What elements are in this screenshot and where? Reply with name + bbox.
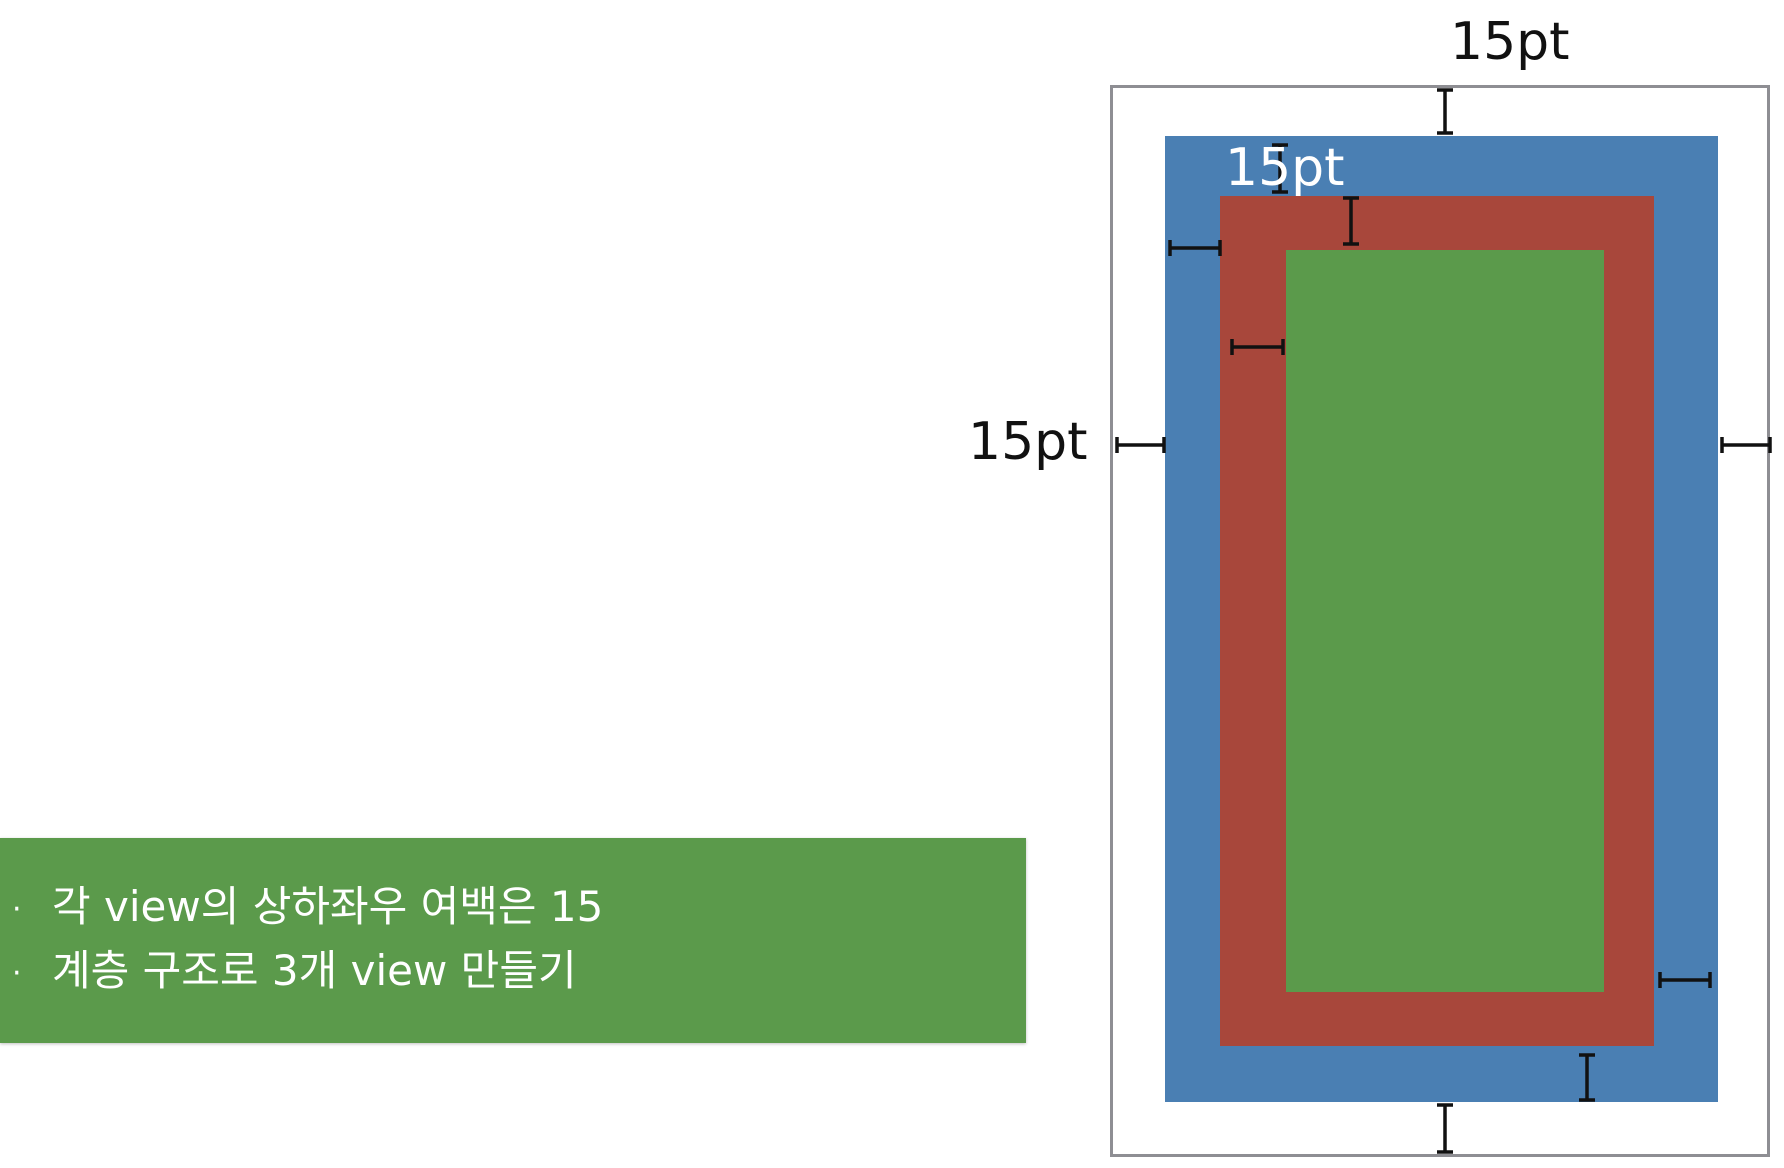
margin-marker-left: [1115, 437, 1166, 453]
margin-marker-bottom: [1437, 1103, 1453, 1154]
margin-marker-innermost-left: [1230, 339, 1285, 355]
margin-marker-right: [1720, 437, 1772, 453]
margin-label-inner: 15pt: [1225, 138, 1345, 198]
instruction-text: 계층 구조로 3개 view 만들기: [52, 946, 577, 995]
margin-marker-inner-bottom: [1579, 1053, 1595, 1102]
green-view: [1286, 250, 1604, 992]
margin-marker-inner-right: [1658, 972, 1712, 988]
margin-label-left: 15pt: [968, 412, 1088, 472]
instruction-item: ·각 view의 상하좌우 여백은 15: [12, 886, 603, 928]
margin-marker-inner-left: [1168, 240, 1222, 256]
margin-marker-inner-top: [1272, 143, 1288, 194]
bullet-dot: ·: [12, 891, 22, 927]
instruction-item: ·계층 구조로 3개 view 만들기: [12, 950, 577, 992]
instruction-card: [0, 838, 1026, 1043]
margin-marker-innermost-top: [1343, 196, 1359, 246]
bullet-dot: ·: [12, 955, 22, 991]
margin-label-top: 15pt: [1450, 12, 1570, 72]
margin-marker-top: [1437, 88, 1453, 135]
instruction-text: 각 view의 상하좌우 여백은 15: [52, 882, 604, 931]
